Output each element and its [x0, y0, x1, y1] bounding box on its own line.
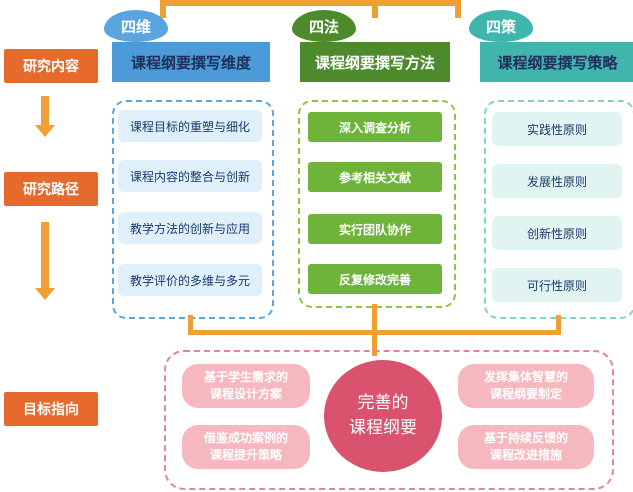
dimension-item-3: 教学方法的创新与应用 [118, 212, 262, 244]
arrow-down-2 [41, 222, 49, 288]
label-research-content: 研究内容 [4, 49, 98, 83]
box-dimension [112, 100, 274, 319]
label-goal-direction: 目标指向 [4, 392, 98, 426]
header-method: 课程纲要撰写方法 [300, 42, 450, 82]
arrow-down-2-head [35, 288, 55, 300]
strategy-item-3: 创新性原则 [492, 216, 622, 250]
bottom-connector-horizontal [188, 330, 561, 335]
strategy-item-2: 发展性原则 [492, 164, 622, 198]
box-method [298, 100, 456, 308]
arrow-down-1-head [35, 125, 55, 137]
goal-right-item-2: 基于持续反馈的 课程改进措施 [458, 425, 594, 469]
goal-left-item-2: 借鉴成功案例的 课程提升策略 [182, 425, 310, 469]
method-item-2: 参考相关文献 [308, 162, 442, 192]
method-item-3: 实行团队协作 [308, 214, 442, 244]
top-connector-right [455, 0, 461, 18]
arrow-down-1 [41, 96, 49, 126]
dimension-item-4: 教学评价的多维与多元 [118, 264, 262, 296]
goal-center-circle: 完善的 课程纲要 [324, 360, 442, 472]
header-dimension: 课程纲要撰写维度 [112, 42, 270, 82]
top-connector-left [160, 0, 166, 18]
bottom-connector-right [556, 315, 561, 335]
dimension-item-2: 课程内容的整合与创新 [118, 160, 262, 192]
tag-siwei: 四维 [104, 10, 168, 42]
strategy-item-1: 实践性原则 [492, 112, 622, 146]
method-item-1: 深入调查分析 [308, 112, 442, 142]
tag-sice: 四策 [469, 10, 533, 42]
tag-sifa: 四法 [292, 10, 356, 42]
dimension-item-1: 课程目标的重塑与细化 [118, 110, 262, 142]
goal-right-item-1: 发挥集体智慧的 课程纲要制定 [458, 364, 594, 408]
bottom-connector-left [188, 315, 193, 335]
top-connector-horizontal [160, 0, 460, 6]
goal-box [164, 350, 614, 490]
method-item-4: 反复修改完善 [308, 264, 442, 294]
goal-left-item-1: 基于学生需求的 课程设计方案 [182, 364, 310, 408]
strategy-item-4: 可行性原则 [492, 268, 622, 302]
goal-center-text: 完善的 课程纲要 [349, 393, 417, 438]
label-research-path: 研究路径 [4, 172, 98, 206]
header-strategy: 课程纲要撰写策略 [480, 42, 633, 82]
top-connector-center [372, 0, 378, 18]
